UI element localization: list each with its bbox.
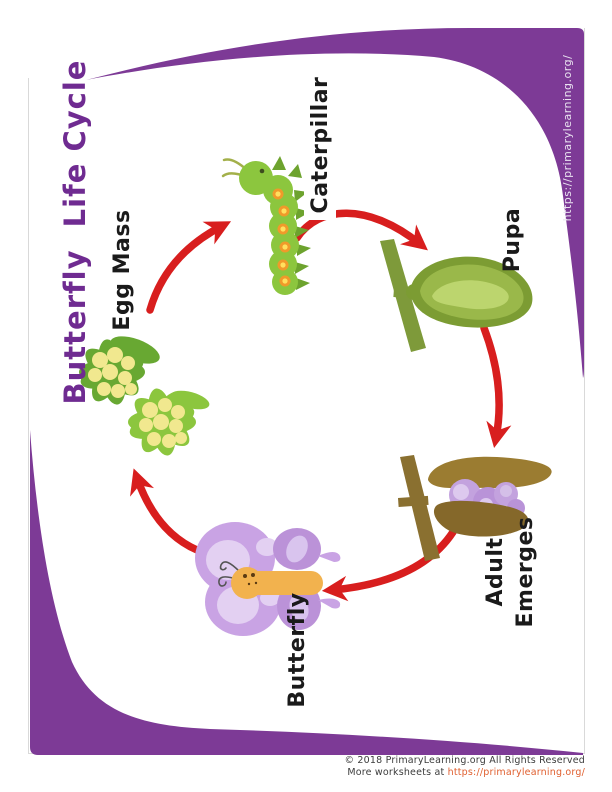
stage-label-egg-mass: Egg Mass	[109, 209, 135, 331]
egg-cluster-1	[88, 347, 137, 398]
pupa-illustration	[380, 239, 533, 352]
frame-top-right-swoosh	[86, 28, 584, 378]
stage-label-pupa: Pupa	[499, 207, 525, 273]
pupa-chrysalis-highlight	[432, 280, 509, 310]
egg-mass-illustration	[79, 336, 210, 456]
chrysalis-top-shell	[428, 456, 552, 489]
arrow-caterpillar-to-pupa	[293, 209, 428, 251]
butterfly-antennae	[218, 561, 241, 587]
stage-label-butterfly: Butterfly	[284, 592, 310, 708]
arrow-butterfly-to-egg	[130, 468, 201, 554]
left-hairline	[28, 78, 29, 754]
caterpillar-body	[239, 161, 299, 295]
caterpillar-spots	[272, 188, 291, 287]
cycle-arrows	[130, 209, 512, 602]
frame-bottom-left-swoosh	[30, 430, 583, 755]
caterpillar-spikes	[272, 156, 311, 290]
butterfly-illustration	[195, 522, 341, 636]
right-hairline	[584, 28, 585, 754]
copyright-line: © 2018 PrimaryLearning.org All Rights Re…	[344, 755, 585, 766]
arrow-egg-to-caterpillar	[146, 221, 232, 314]
adult-emerges-illustration	[398, 455, 552, 561]
footer-link[interactable]: https://primarylearning.org/	[447, 767, 585, 778]
egg-cluster-2	[139, 398, 187, 448]
caterpillar-eye	[259, 168, 265, 174]
arrow-pupa-to-adult	[480, 324, 512, 449]
caterpillar-illustration	[221, 156, 311, 295]
page-title: Butterfly Life Cycle	[58, 59, 92, 405]
stage-label-adult-emerges: Adult Emerges	[481, 502, 545, 642]
chrysalis-bottom-shell	[433, 500, 529, 537]
more-worksheets-line: More worksheets at https://primarylearni…	[347, 767, 585, 778]
stage-label-caterpillar: Caterpillar	[304, 70, 336, 220]
adult-branch	[400, 455, 440, 561]
adult-line-1: Adult	[483, 537, 508, 607]
purple-frame	[30, 28, 584, 755]
adult-line-2: Emerges	[513, 516, 538, 628]
side-url-text: https://primarylearning.org/	[560, 54, 574, 222]
butterfly-head	[231, 567, 263, 599]
butterfly-eyes	[243, 573, 258, 586]
butterfly-body	[247, 571, 323, 595]
arrow-adult-to-butterfly	[321, 528, 457, 602]
footer: © 2018 PrimaryLearning.org All Rights Re…	[265, 755, 585, 779]
